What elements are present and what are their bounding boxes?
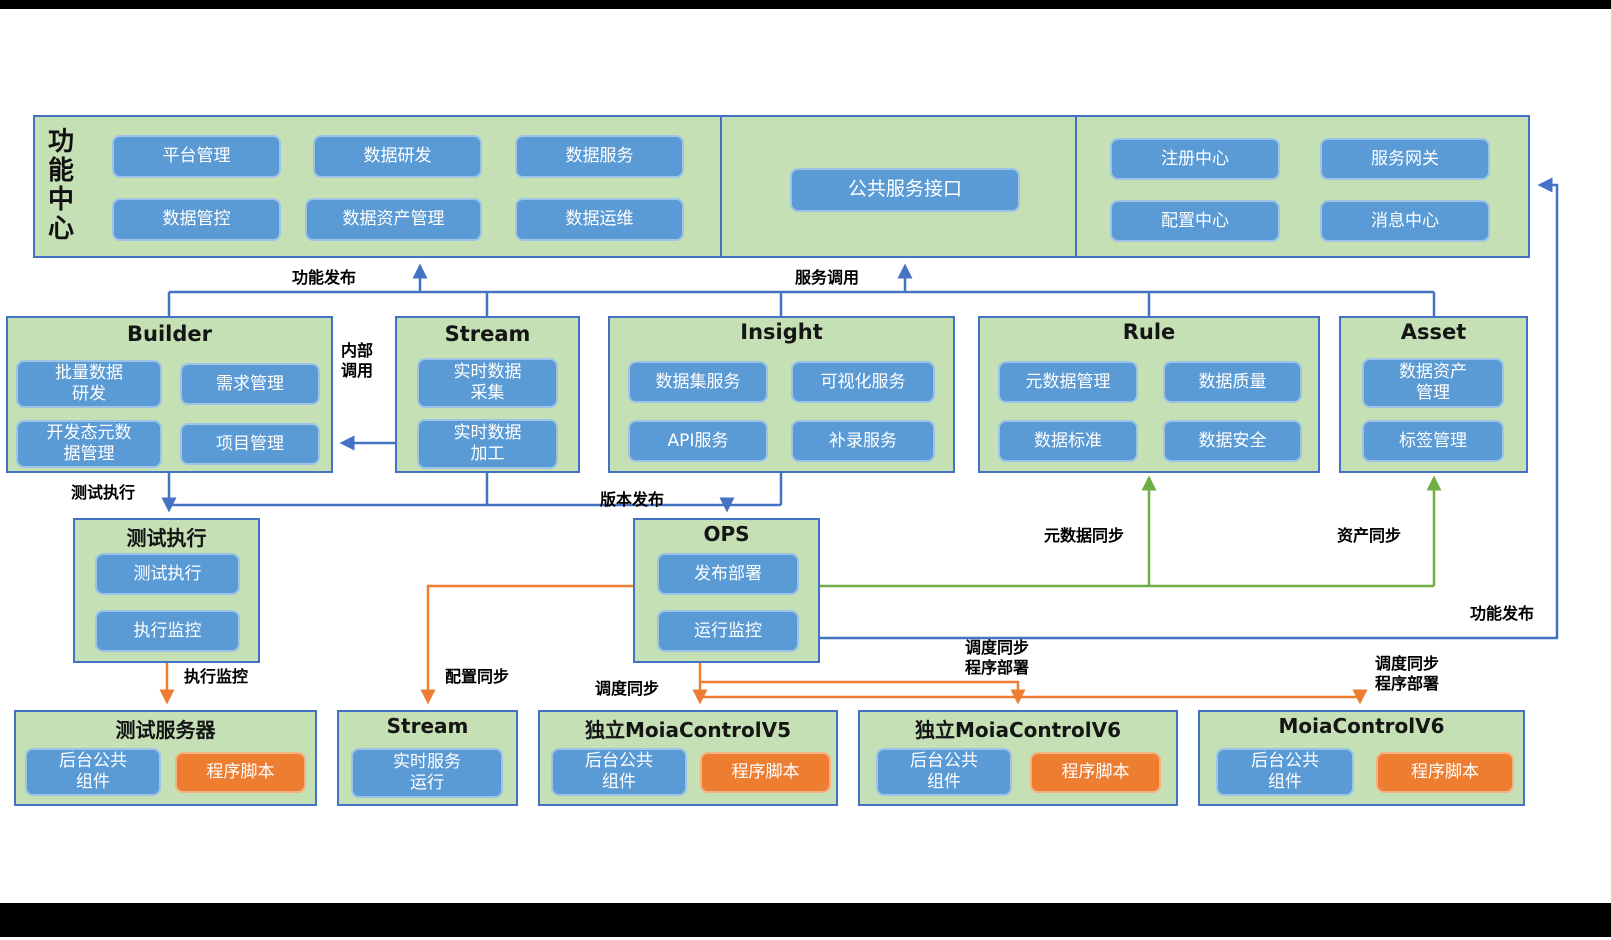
stream-realtime-collect-node: 实时数据 采集 xyxy=(417,358,558,408)
rule-data-standard-node: 数据标准 xyxy=(998,420,1138,462)
rule-data-security-node: 数据安全 xyxy=(1163,420,1302,462)
server-moia-v6-standalone-title: 独立MoiaControlV6 xyxy=(914,718,1122,742)
label-test-exec: 测试执行 xyxy=(71,483,136,502)
platform-mgmt-node: 平台管理 xyxy=(112,135,281,178)
label-service-call: 服务调用 xyxy=(795,268,860,287)
label-publish-right: 功能发布 xyxy=(1470,604,1535,623)
server-moia-v5-component-node: 后台公共 组件 xyxy=(551,748,687,796)
builder-title: Builder xyxy=(127,322,212,346)
server-moia-v5-title: 独立MoiaControlV5 xyxy=(584,718,792,742)
stream-realtime-process-node: 实时数据 加工 xyxy=(417,419,558,469)
label-exec-monitor: 执行监控 xyxy=(184,667,249,686)
asset-data-asset-mgmt-node: 数据资产 管理 xyxy=(1362,358,1504,408)
server-moia-v6-standalone-component-node: 后台公共 组件 xyxy=(876,748,1012,796)
function-center-title: 功能中心 xyxy=(47,127,74,245)
config-center-node: 配置中心 xyxy=(1110,200,1280,242)
server-moia-v6-standalone-script-node: 程序脚本 xyxy=(1030,752,1161,793)
data-service-node: 数据服务 xyxy=(515,135,684,178)
rule-metadata-mgmt-node: 元数据管理 xyxy=(998,361,1138,403)
server-test-title: 测试服务器 xyxy=(115,718,216,742)
stream-title: Stream xyxy=(444,322,531,346)
registry-center-node: 注册中心 xyxy=(1110,138,1280,180)
letterbox-top xyxy=(0,0,1611,9)
server-moia-v6-title: MoiaControlV6 xyxy=(1278,714,1445,738)
server-test-component-node: 后台公共 组件 xyxy=(25,748,161,796)
ops-deploy-node: 发布部署 xyxy=(657,553,799,595)
data-control-node: 数据管控 xyxy=(112,198,281,241)
data-dev-node: 数据研发 xyxy=(313,135,482,178)
insight-supplement-service-node: 补录服务 xyxy=(791,420,935,462)
data-ops-node: 数据运维 xyxy=(515,198,684,241)
function-center-divider-2 xyxy=(1075,115,1077,258)
insight-api-service-node: API服务 xyxy=(628,420,768,462)
label-schedule-deploy-a: 调度同步 程序部署 xyxy=(965,638,1030,677)
label-config-sync: 配置同步 xyxy=(445,667,510,686)
letterbox-bottom xyxy=(0,903,1611,937)
data-asset-mgmt-node: 数据资产管理 xyxy=(305,198,482,241)
function-center-divider-1 xyxy=(720,115,722,258)
service-gateway-node: 服务网关 xyxy=(1320,138,1490,180)
server-moia-v5-script-node: 程序脚本 xyxy=(700,752,831,793)
label-version-release: 版本发布 xyxy=(600,490,665,509)
function-center-panel xyxy=(33,115,1530,258)
label-schedule-deploy-b: 调度同步 程序部署 xyxy=(1375,654,1440,693)
rule-data-quality-node: 数据质量 xyxy=(1163,361,1302,403)
label-asset-sync: 资产同步 xyxy=(1337,526,1402,545)
server-stream-runtime-node: 实时服务 运行 xyxy=(351,748,503,798)
builder-batch-dev-node: 批量数据 研发 xyxy=(16,360,162,408)
label-internal-call: 内部 调用 xyxy=(341,341,374,380)
server-moia-v6-script-node: 程序脚本 xyxy=(1376,752,1514,793)
label-schedule-sync: 调度同步 xyxy=(595,679,660,698)
insight-dataset-service-node: 数据集服务 xyxy=(628,361,768,403)
asset-tag-mgmt-node: 标签管理 xyxy=(1362,420,1504,462)
insight-visualization-node: 可视化服务 xyxy=(791,361,935,403)
ops-title: OPS xyxy=(703,522,750,546)
server-moia-v6-component-node: 后台公共 组件 xyxy=(1216,748,1354,796)
builder-dev-metadata-node: 开发态元数 据管理 xyxy=(16,420,162,468)
server-test-script-node: 程序脚本 xyxy=(175,752,306,793)
rule-title: Rule xyxy=(1122,320,1176,344)
test-exec-title: 测试执行 xyxy=(126,526,207,550)
builder-project-mgmt-node: 项目管理 xyxy=(180,423,320,465)
public-service-api-node: 公共服务接口 xyxy=(790,168,1020,212)
builder-requirement-mgmt-node: 需求管理 xyxy=(180,363,320,405)
server-stream-title: Stream xyxy=(386,714,469,738)
label-metadata-sync: 元数据同步 xyxy=(1044,526,1125,545)
exec-monitor-node: 执行监控 xyxy=(95,610,240,652)
test-exec-node: 测试执行 xyxy=(95,553,240,595)
message-center-node: 消息中心 xyxy=(1320,200,1490,242)
label-publish-top: 功能发布 xyxy=(292,268,357,287)
ops-run-monitor-node: 运行监控 xyxy=(657,610,799,652)
insight-title: Insight xyxy=(740,320,823,344)
asset-title: Asset xyxy=(1400,320,1467,344)
